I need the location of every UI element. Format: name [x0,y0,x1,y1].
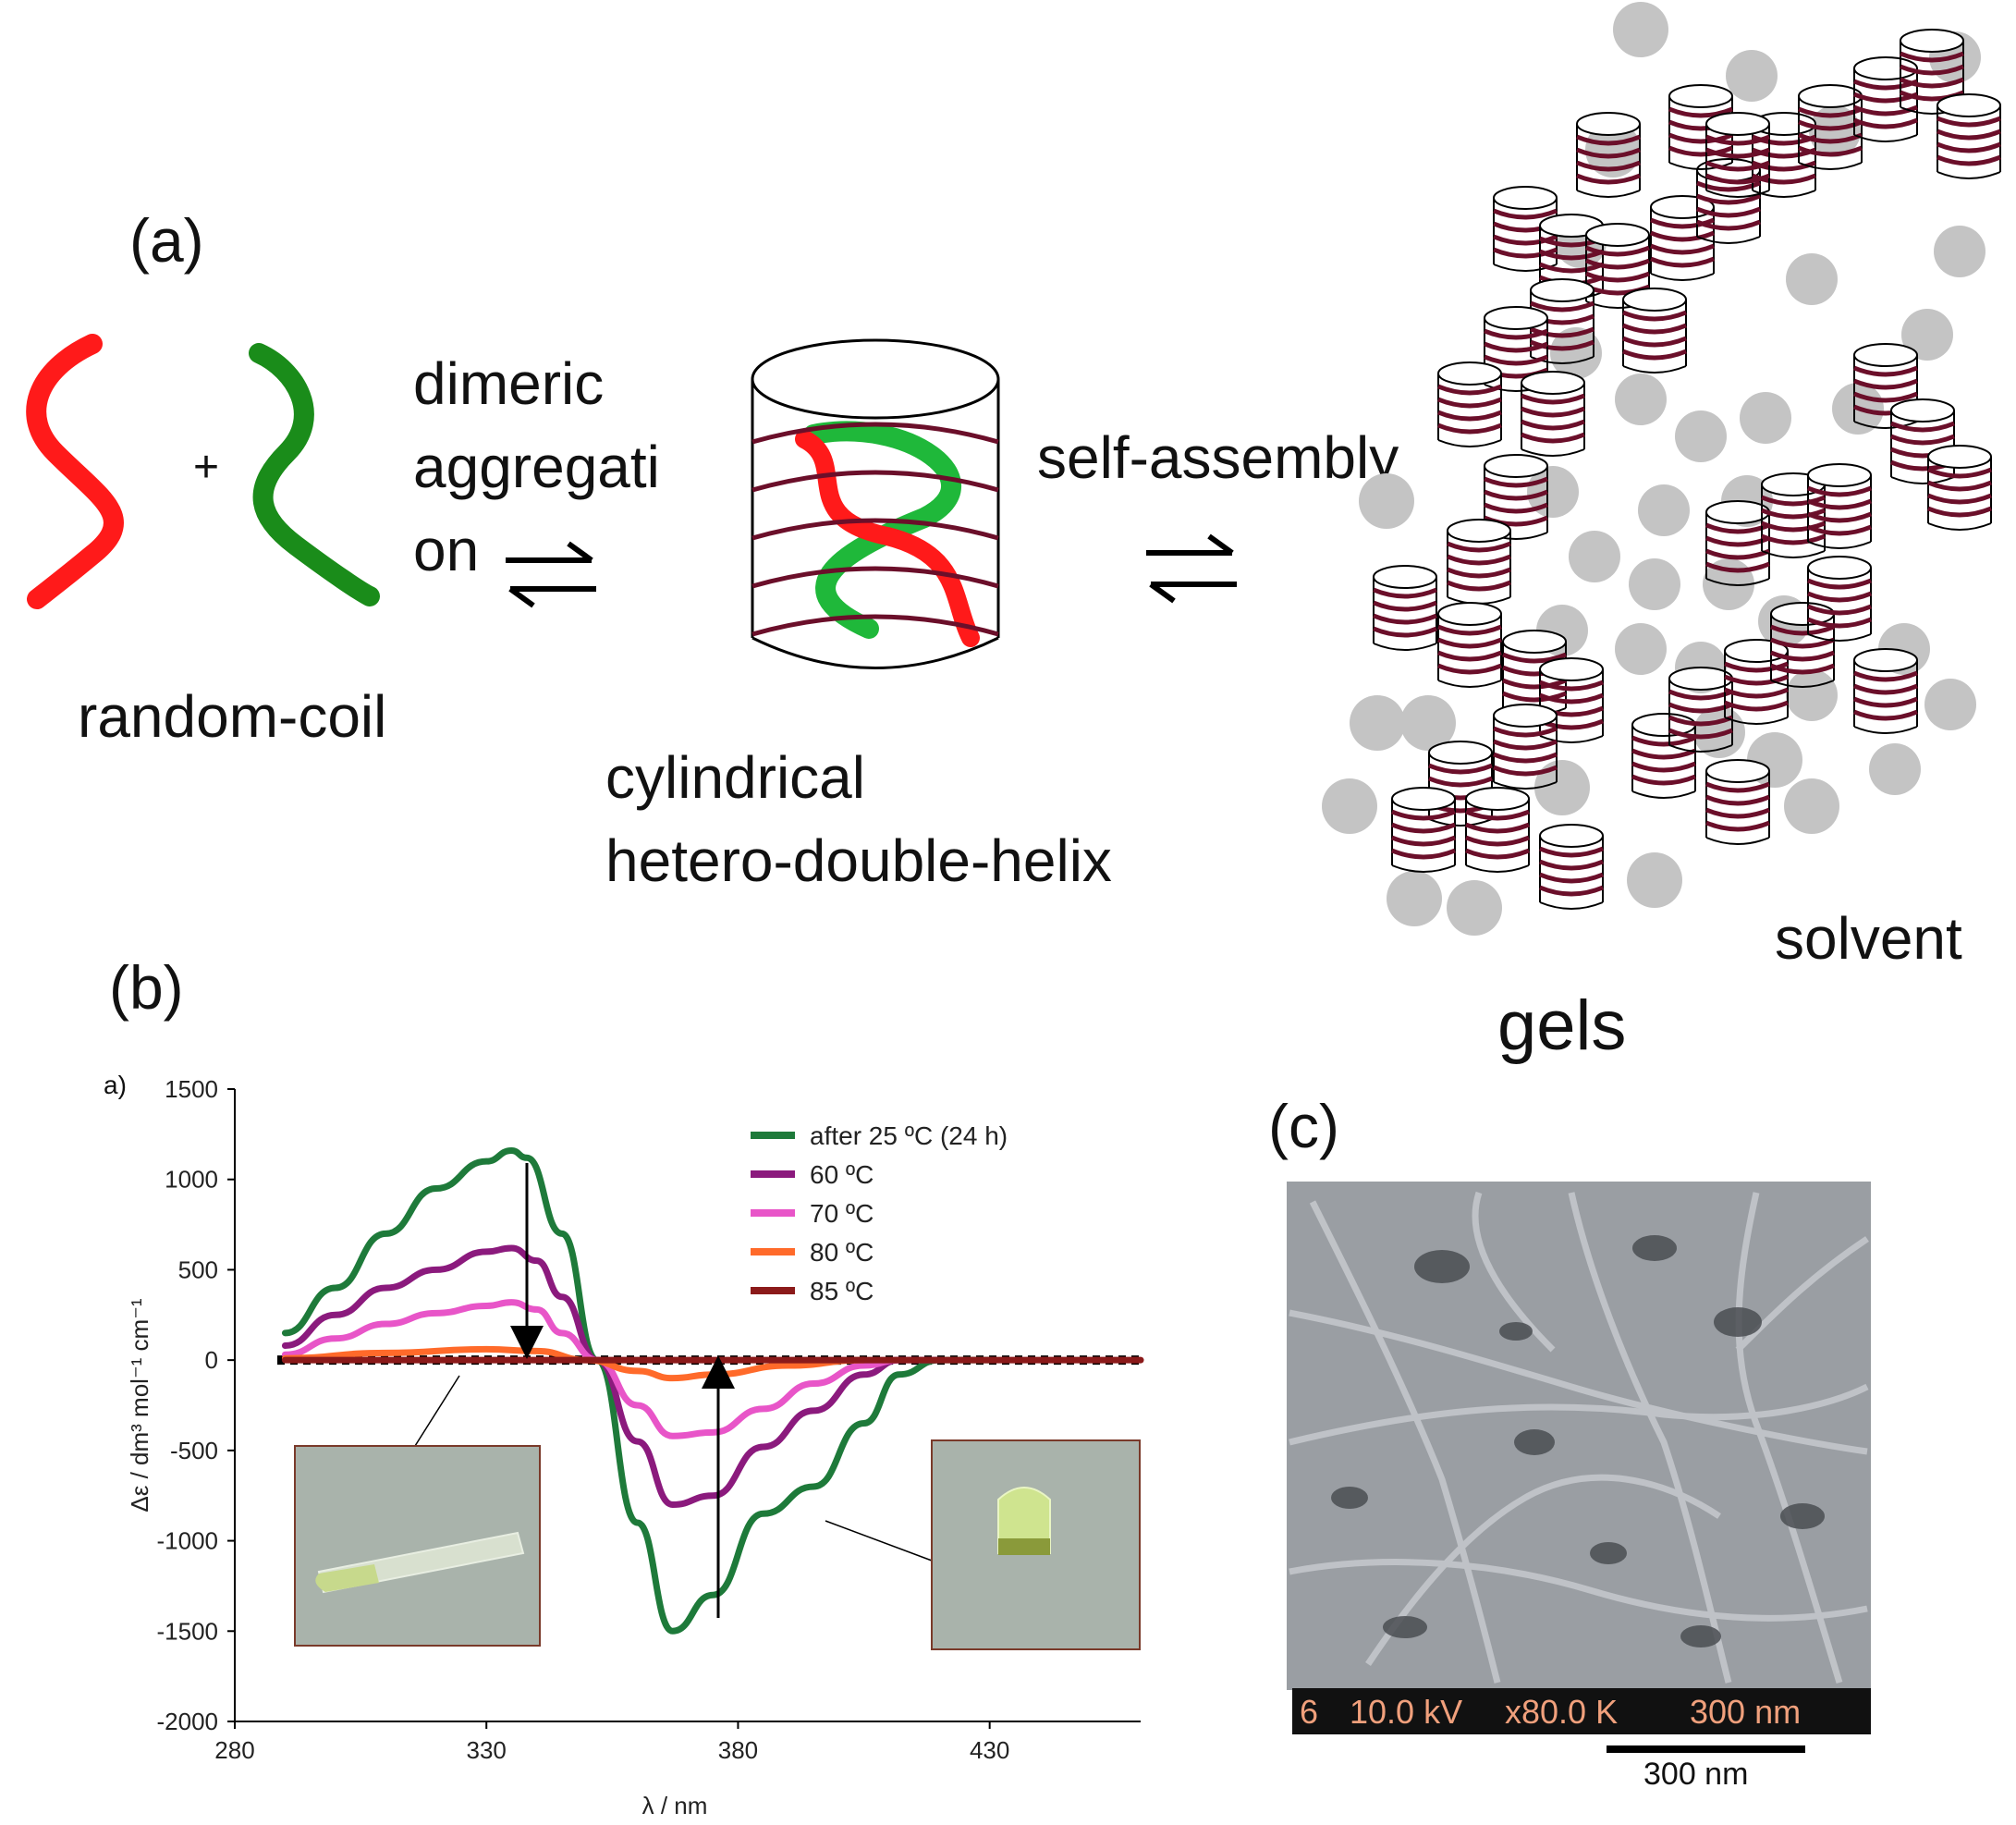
gels-label: gels [1497,986,1627,1065]
y-tick-label: 1000 [165,1166,218,1194]
panel-b-sublabel: a) [104,1071,127,1099]
solvent-label: solvent [1775,905,1962,972]
series-line [281,1146,994,1635]
sem-magnification: x80.0 K [1505,1693,1619,1731]
scale-bar-label: 300 nm [1643,1757,1749,1792]
self-assembly-label: self-assembly [1037,424,1399,491]
y-tick-label: -500 [170,1437,218,1464]
solution-vial-photo [294,1445,541,1647]
y-tick-label: 1500 [165,1075,218,1103]
panel-b-label: (b) [109,953,184,1022]
y-tick-label: -2000 [157,1708,219,1735]
sem-info-bar: 6 10.0 kV x80.0 K 300 nm [1292,1688,1871,1734]
y-tick-label: 0 [205,1346,218,1374]
panel-a-label: (a) [129,206,204,275]
helix-label-1: cylindrical [605,744,865,811]
gel-vial-photo [931,1439,1141,1650]
solvent-dots [1322,2,1985,936]
sem-detector: 6 [1300,1693,1319,1731]
legend-entry: 60 ºC [810,1160,874,1189]
leader-line-left [414,1375,460,1447]
x-tick-label: 380 [718,1736,758,1764]
reaction-label-3: on [413,517,480,583]
cd-chart: 1500 1000 500 0 -500 -1000 -1500 -2000 280 330 38… [126,1075,1144,1819]
y-tick-label: -1000 [157,1527,219,1555]
x-tick-label: 330 [467,1736,507,1764]
green-strand [249,343,380,606]
equilibrium-arrow-icon [506,541,596,608]
cylinder-helix-icon [751,338,1000,669]
x-tick-label: 430 [970,1736,1009,1764]
equilibrium-arrow-icon-2 [1146,533,1237,604]
panel-c-label: (c) [1268,1092,1339,1160]
legend-entry: 70 ºC [810,1199,874,1228]
y-tick-label: -1500 [157,1617,219,1645]
legend-entry: after 25 ºC (24 h) [810,1121,1008,1150]
y-axis-label: Δε / dm³ mol⁻¹ cm⁻¹ [126,1298,153,1513]
legend: after 25 ºC (24 h) 60 ºC 70 ºC 80 ºC 85 ºC [751,1121,1008,1305]
plus-sign: + [193,443,220,492]
reaction-label-1: dimeric [413,350,605,417]
leader-line-right [825,1520,933,1562]
x-tick-label: 280 [214,1736,254,1764]
helix-label-2: hetero-double-helix [605,827,1112,894]
random-coil-label: random-coil [78,683,387,750]
series-line [281,1299,903,1439]
y-tick-label: 500 [178,1255,218,1283]
legend-entry: 85 ºC [810,1277,874,1305]
sem-image [1287,1182,1871,1753]
reaction-label-2: aggregati [413,434,660,500]
sem-voltage: 10.0 kV [1350,1693,1463,1731]
red-strand [26,334,124,609]
x-axis-label: λ / nm [642,1792,708,1819]
sem-scale: 300 nm [1690,1693,1802,1731]
legend-entry: 80 ºC [810,1238,874,1267]
